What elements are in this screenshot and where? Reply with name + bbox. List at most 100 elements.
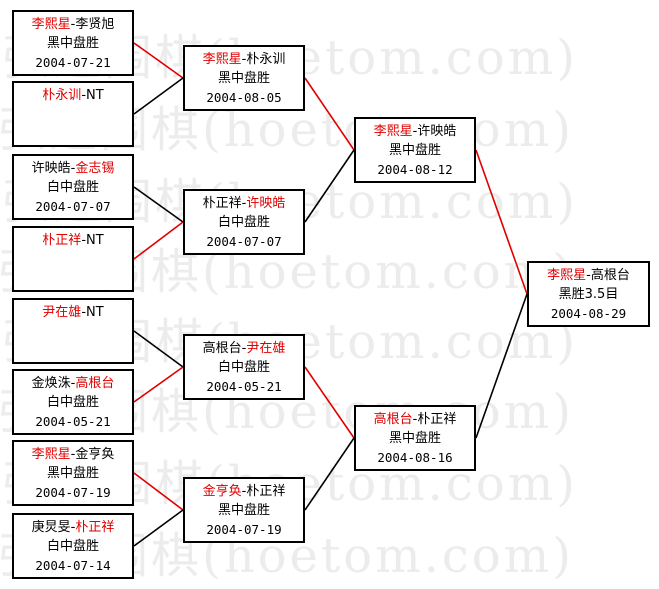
connector-line [133, 221, 184, 260]
match-players: 李熙星-朴永训 [185, 50, 303, 69]
match-date: 2004-07-21 [35, 55, 111, 70]
versus-dash: - [241, 341, 247, 356]
connector-line [133, 366, 184, 403]
match-result: 白中盘胜 [217, 360, 270, 375]
versus-dash: - [241, 196, 247, 211]
versus-dash: - [70, 520, 76, 535]
player-two: 朴永训 [246, 52, 286, 67]
player-one: 高根台 [373, 412, 413, 427]
match-box: 许映皓-金志锡白中盘胜 2004-07-07 [12, 154, 134, 220]
match-players: 金亨奂-朴正祥 [185, 482, 303, 501]
versus-dash: - [70, 376, 76, 391]
connector-line [133, 509, 184, 547]
player-two: 许映皓 [246, 196, 286, 211]
versus-dash: - [412, 124, 418, 139]
match-box: 尹在雄-NT [12, 298, 134, 364]
player-one: 李熙星 [202, 52, 242, 67]
versus-dash: - [81, 305, 87, 320]
player-two: 高根台 [590, 268, 630, 283]
connector-line [133, 330, 184, 368]
connector-line [304, 149, 355, 223]
match-date: 2004-07-07 [35, 199, 111, 214]
player-two: 朴正祥 [75, 520, 115, 535]
match-players: 朴正祥-NT [14, 231, 132, 250]
player-one: 李熙星 [373, 124, 413, 139]
player-two: NT [86, 233, 104, 248]
match-box: 金亨奂-朴正祥黑中盘胜 2004-07-19 [183, 477, 305, 543]
match-box: 高根台-尹在雄白中盘胜 2004-05-21 [183, 334, 305, 400]
player-one: 朴正祥 [202, 196, 242, 211]
match-result: 黑中盘胜 [46, 36, 99, 51]
match-date: 2004-08-12 [377, 162, 453, 177]
versus-dash: - [70, 17, 76, 32]
versus-dash: - [586, 268, 591, 283]
connector-line [304, 77, 355, 151]
player-two: 李贤旭 [75, 17, 115, 32]
connector-line [475, 149, 528, 295]
player-two: 金志锡 [75, 161, 115, 176]
player-two: 金亨奂 [75, 447, 115, 462]
versus-dash: - [81, 233, 87, 248]
player-two: 尹在雄 [246, 341, 286, 356]
match-result: 白中盘胜 [46, 539, 99, 554]
match-box: 李熙星-朴永训黑中盘胜 2004-08-05 [183, 45, 305, 111]
match-players: 高根台-尹在雄 [185, 339, 303, 358]
versus-dash: - [81, 88, 87, 103]
connector-line [133, 186, 184, 223]
player-two: 许映皓 [417, 124, 457, 139]
player-two: 高根台 [75, 376, 115, 391]
match-date: 2004-05-21 [35, 414, 111, 429]
match-box: 李熙星-金亨奂黑中盘胜 2004-07-19 [12, 440, 134, 506]
connector-line [133, 77, 184, 115]
match-result: 黑中盘胜 [46, 466, 99, 481]
match-result: 黑胜3.5目 [558, 287, 619, 302]
match-result: 黑中盘胜 [217, 503, 270, 518]
connector-line [133, 42, 184, 79]
versus-dash: - [412, 412, 418, 427]
match-box: 朴永训-NT [12, 81, 134, 147]
player-two: NT [86, 305, 104, 320]
player-one: 金亨奂 [202, 484, 242, 499]
player-one: 许映皓 [31, 161, 71, 176]
player-one: 朴正祥 [42, 233, 82, 248]
player-one: 朴永训 [42, 88, 82, 103]
connector-line [304, 437, 355, 511]
match-box: 庚炅旻-朴正祥白中盘胜 2004-07-14 [12, 513, 134, 579]
match-result: 黑中盘胜 [388, 431, 441, 446]
match-date: 2004-08-05 [206, 90, 282, 105]
match-players: 李熙星-高根台 [529, 266, 648, 285]
match-result: 黑中盘胜 [217, 71, 270, 86]
match-players: 庚炅旻-朴正祥 [14, 518, 132, 537]
player-one: 高根台 [202, 341, 242, 356]
match-players: 金焕洙-高根台 [14, 374, 132, 393]
match-players: 李熙星-金亨奂 [14, 445, 132, 464]
player-one: 庚炅旻 [31, 520, 71, 535]
match-date: 2004-08-29 [550, 306, 627, 321]
match-date: 2004-07-19 [35, 485, 111, 500]
versus-dash: - [70, 447, 76, 462]
versus-dash: - [70, 161, 76, 176]
match-players: 李熙星-李贤旭 [14, 15, 132, 34]
match-date: 2004-08-16 [377, 450, 453, 465]
connector-line [133, 472, 184, 511]
match-players: 李熙星-许映皓 [356, 122, 474, 141]
match-date: 2004-07-19 [206, 522, 282, 537]
player-one: 李熙星 [31, 447, 71, 462]
match-date: 2004-05-21 [206, 379, 282, 394]
versus-dash: - [241, 52, 247, 67]
player-one: 金焕洙 [31, 376, 71, 391]
match-result: 白中盘胜 [46, 180, 99, 195]
match-players: 许映皓-金志锡 [14, 159, 132, 178]
versus-dash: - [241, 484, 247, 499]
player-one: 尹在雄 [42, 305, 82, 320]
match-players: 高根台-朴正祥 [356, 410, 474, 429]
match-box: 朴正祥-NT [12, 226, 134, 292]
match-result: 白中盘胜 [217, 215, 270, 230]
player-one: 李熙星 [31, 17, 71, 32]
player-two: NT [86, 88, 104, 103]
match-date: 2004-07-14 [35, 558, 111, 573]
match-box: 高根台-朴正祥黑中盘胜 2004-08-16 [354, 405, 476, 471]
